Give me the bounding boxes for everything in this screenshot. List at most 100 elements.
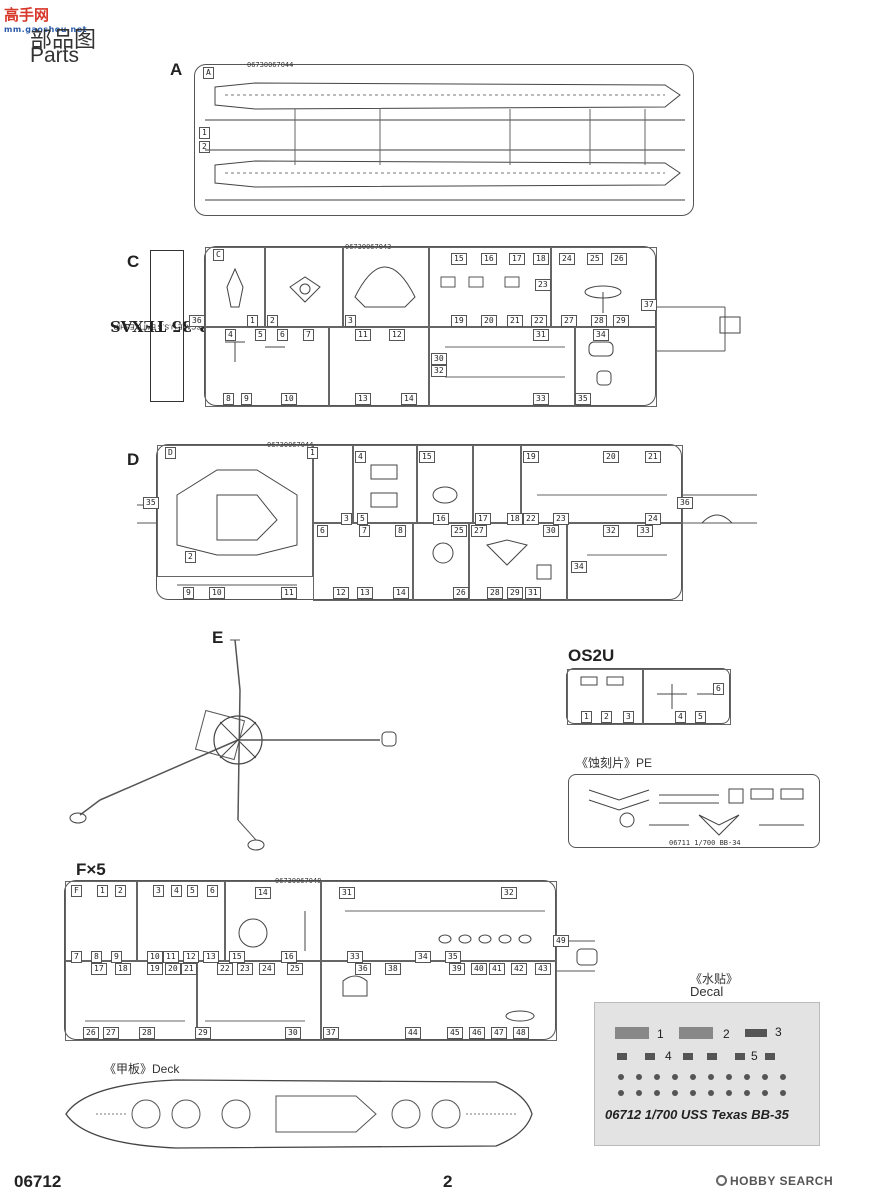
part-d-8: 8 — [395, 525, 406, 537]
pe-fret-drawing — [588, 788, 804, 836]
sprue-c-cell — [205, 247, 265, 327]
sprue-c-drawing — [225, 266, 741, 386]
part-f-22: 22 — [217, 963, 233, 975]
part-f-24: 24 — [259, 963, 275, 975]
sprue-f-cell — [321, 961, 557, 1041]
decal-number-5: 5 — [751, 1049, 758, 1063]
sprue-f-letter: F×5 — [76, 860, 106, 879]
sprue-a-drawing — [205, 82, 685, 201]
part-c-35: 35 — [575, 393, 591, 405]
part-c-13: 13 — [355, 393, 371, 405]
part-c-5: 5 — [255, 329, 266, 341]
sprue-f-drawing — [85, 910, 598, 1022]
decal-label-en: Decal — [690, 984, 724, 999]
part-c-30: 30 — [431, 353, 447, 365]
sprue-os2u-letter: OS2U — [568, 646, 615, 665]
part-d-16: 16 — [433, 513, 449, 525]
sprue-f-cell — [137, 881, 225, 961]
pe-fret: 06711 1/700 BB-34 — [568, 774, 820, 848]
part-d-34: 34 — [571, 561, 587, 573]
part-d-18: 18 — [507, 513, 523, 525]
sprue-f-frame: F 06730067048 1 2 3 4 5 6 7 8 9 10 11 12… — [64, 877, 598, 1041]
part-f-48: 48 — [513, 1027, 529, 1039]
part-d-7: 7 — [359, 525, 370, 537]
sprue-f-cell — [225, 881, 321, 961]
decal-label-cn: 《水贴》 — [690, 972, 739, 986]
part-d-24: 24 — [645, 513, 661, 525]
sprue-d-cell — [313, 445, 353, 523]
part-c-23: 23 — [535, 279, 551, 291]
part-c-16: 16 — [481, 253, 497, 265]
part-d-25: 25 — [451, 525, 467, 537]
decal-number-1: 1 — [657, 1027, 664, 1041]
part-os2u-6: 6 — [713, 683, 724, 695]
part-c-17: 17 — [509, 253, 525, 265]
decal-number-2: 2 — [723, 1027, 730, 1041]
part-f-27: 27 — [103, 1027, 119, 1039]
part-f-4: 4 — [171, 885, 182, 897]
part-os2u-1: 1 — [581, 711, 592, 723]
part-os2u-4: 4 — [675, 711, 686, 723]
part-d-27: 27 — [471, 525, 487, 537]
sprue-a-frame: A 06730067044 1 2 — [194, 61, 694, 216]
part-f-17: 17 — [91, 963, 107, 975]
part-d-30: 30 — [543, 525, 559, 537]
part-d-17: 17 — [475, 513, 491, 525]
part-c-33: 33 — [533, 393, 549, 405]
part-c-26: 26 — [611, 253, 627, 265]
part-c-19: 19 — [451, 315, 467, 327]
part-c-20: 20 — [481, 315, 497, 327]
part-c-21: 21 — [507, 315, 523, 327]
scale-label-box: 1/700 SCALE U.S.S BATTLESHIP BB-35 TEXAS — [110, 250, 224, 402]
decal-sheet: 1 2 3 4 5 06712 1/700 USS Texas BB-35 — [594, 1002, 820, 1146]
part-f-47: 47 — [491, 1027, 507, 1039]
part-a-2: 2 — [199, 141, 210, 153]
part-f-6: 6 — [207, 885, 218, 897]
part-c-10: 10 — [281, 393, 297, 405]
part-f-30: 30 — [285, 1027, 301, 1039]
sprue-e-drawing — [69, 639, 397, 851]
part-d-10: 10 — [209, 587, 225, 599]
part-f-12: 12 — [183, 951, 199, 963]
deck-drawing — [65, 1079, 533, 1149]
part-c-32: 32 — [431, 365, 447, 377]
part-f-11: 11 — [163, 951, 179, 963]
part-c-29: 29 — [613, 315, 629, 327]
sprue-c-cell — [265, 247, 343, 327]
sprue-c-cell — [429, 327, 575, 407]
part-c-37: 37 — [641, 299, 657, 311]
part-os2u-5: 5 — [695, 711, 706, 723]
header-title-cn: 部品图 — [30, 28, 97, 53]
footer-page-number: 2 — [443, 1172, 453, 1191]
sprue-d-cell — [353, 445, 417, 523]
part-f-10: 10 — [147, 951, 163, 963]
sprue-d-cell — [473, 445, 521, 523]
part-d-31: 31 — [525, 587, 541, 599]
part-c-12: 12 — [389, 329, 405, 341]
sprue-c-cell — [575, 327, 657, 407]
sprue-os2u-drawing — [580, 676, 717, 709]
sprue-os2u-cell — [567, 669, 643, 725]
part-f-33: 33 — [347, 951, 363, 963]
pe-code: 06711 1/700 BB-34 — [669, 839, 741, 847]
part-f-23: 23 — [237, 963, 253, 975]
decal-sheet-drawing — [615, 1027, 786, 1096]
part-f-35: 35 — [445, 951, 461, 963]
sprue-d-cell — [567, 523, 683, 601]
sprue-f-cell — [197, 961, 321, 1041]
part-c-7: 7 — [303, 329, 314, 341]
footer-product-code: 06712 — [14, 1172, 62, 1191]
part-c-3: 3 — [345, 315, 356, 327]
part-c-27: 27 — [561, 315, 577, 327]
part-c-22: 22 — [531, 315, 547, 327]
part-c-25: 25 — [587, 253, 603, 265]
decal-caption: 06712 1/700 USS Texas BB-35 — [605, 1107, 789, 1122]
header-title-en: Parts — [30, 44, 80, 67]
part-d-32: 32 — [603, 525, 619, 537]
brand-circle-icon — [716, 1175, 727, 1186]
part-c-36: 36 — [189, 315, 205, 327]
part-f-42: 42 — [511, 963, 527, 975]
part-d-11: 11 — [281, 587, 297, 599]
part-d-9: 9 — [183, 587, 194, 599]
part-f-13: 13 — [203, 951, 219, 963]
